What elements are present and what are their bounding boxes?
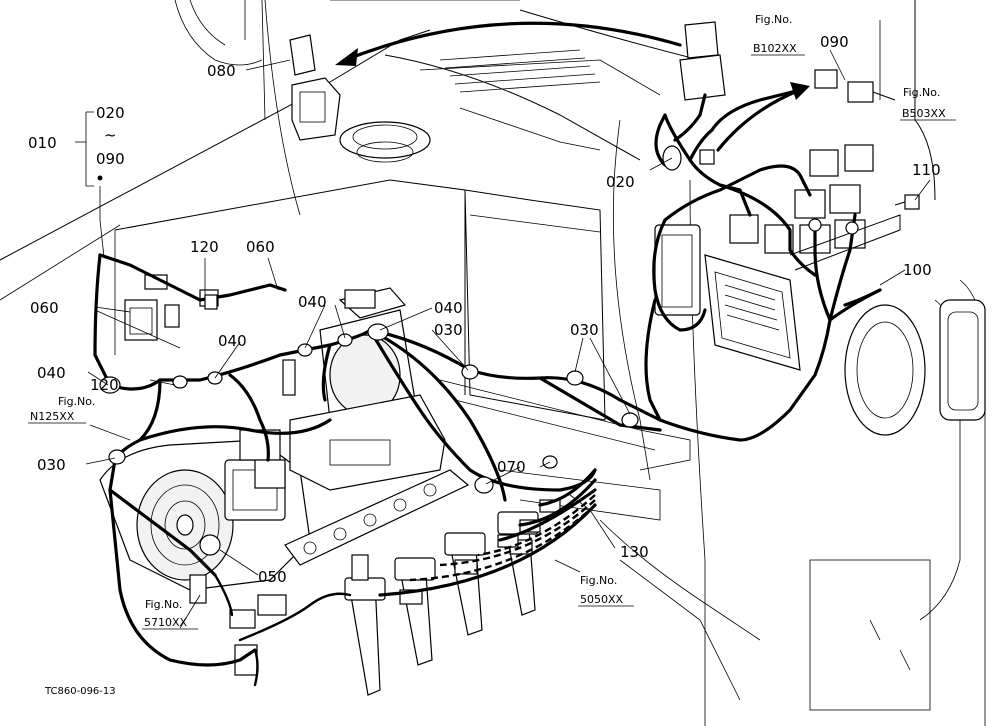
callout-100: 100 (903, 261, 932, 279)
callout-040-right: 040 (434, 299, 463, 317)
fig-code: N125XX (30, 410, 75, 423)
callout-130: 130 (620, 543, 649, 561)
fig-code: 5050XX (580, 593, 624, 606)
callout-030-mid: 030 (570, 321, 599, 339)
wire-harness (93, 88, 882, 687)
figure-reference-5710[interactable]: Fig.No. 5710XX (142, 598, 198, 630)
fig-label: Fig.No. (58, 395, 95, 408)
callout-120-top: 120 (190, 238, 219, 256)
fig-code: B102XX (753, 42, 797, 55)
drawing-code: TC860-096-13 (44, 686, 116, 697)
fig-label: Fig.No. (145, 598, 182, 611)
callout-120-bottom: 120 (90, 376, 119, 394)
figure-reference-b102[interactable]: Fig.No. B102XX (751, 13, 805, 56)
leader-lines (75, 49, 931, 629)
callout-020-range-start: 020 (96, 104, 125, 122)
hood-grille (439, 49, 601, 151)
callout-040-left: 040 (37, 364, 66, 382)
fig-label: Fig.No. (755, 13, 792, 26)
callout-070: 070 (497, 458, 526, 476)
bolt-110 (894, 194, 920, 210)
callout-labels: 010 020 ~ 090 080 090 020 110 100 120 06… (28, 33, 941, 586)
callout-050: 050 (258, 568, 287, 586)
figure-reference-b503[interactable]: Fig.No. B503XX (900, 86, 956, 121)
callout-040-left-mid: 040 (218, 332, 247, 350)
relay-block (729, 144, 901, 271)
callout-080: 080 (207, 62, 236, 80)
direction-arrow-top (335, 21, 682, 66)
figure-reference-5050[interactable]: Fig.No. 5050XX (578, 574, 634, 607)
callout-090: 090 (820, 33, 849, 51)
callout-040-mid: 040 (298, 293, 327, 311)
ecu-bracket (654, 224, 701, 316)
ecu-module (704, 254, 801, 371)
callout-range-tilde: ~ (104, 126, 117, 144)
callout-030-right: 030 (434, 321, 463, 339)
switch-080-assembly (289, 34, 341, 141)
callout-010: 010 (28, 134, 57, 152)
callout-090-range-end: 090 (96, 150, 125, 168)
relay-connector-b503 (814, 69, 896, 103)
callout-030-left: 030 (37, 456, 66, 474)
fig-code: B503XX (902, 107, 946, 120)
fig-label: Fig.No. (903, 86, 940, 99)
callout-060-left: 060 (30, 299, 59, 317)
fig-code: 5710XX (144, 616, 188, 629)
figure-reference-n125[interactable]: Fig.No. N125XX (28, 395, 95, 424)
connector-b102 (679, 21, 726, 101)
callout-020: 020 (606, 173, 635, 191)
harness-clamps (99, 145, 859, 556)
callout-110: 110 (912, 161, 941, 179)
callout-060-top: 060 (246, 238, 275, 256)
direction-arrow-right (716, 82, 810, 152)
fig-label: Fig.No. (580, 574, 617, 587)
